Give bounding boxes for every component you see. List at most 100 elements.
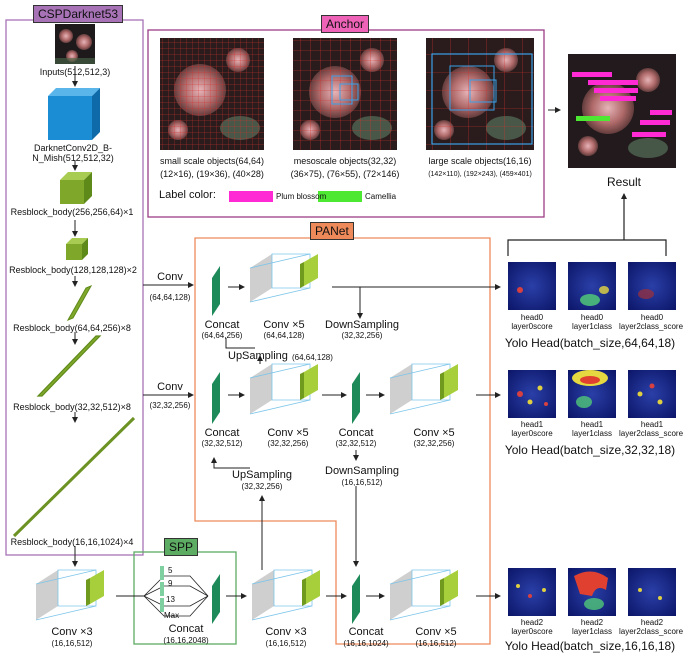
resblock-3-block xyxy=(66,285,93,321)
resblock-label-4: Resblock_body(32,32,512)×8 xyxy=(13,402,131,412)
darknet-conv-block xyxy=(48,88,100,140)
row1-conv-name: Conv ×5 xyxy=(263,319,305,331)
conv3-stack-right xyxy=(251,569,320,621)
spp-pool-max: Max xyxy=(164,611,180,620)
conv-in-1-dims: (64,64,128) xyxy=(149,293,191,302)
head1-map1-l1: head1 xyxy=(580,420,604,429)
conv-label-1: DarknetConv2D_B- xyxy=(33,143,113,153)
anchor-sizes-large: (142×110), (192×243), (459×401) xyxy=(428,171,532,178)
row2-concat2-name: Concat xyxy=(338,427,374,439)
conv5-stack-row3 xyxy=(389,569,458,621)
row3-conv5-dims: (16,16,512) xyxy=(415,639,457,648)
legend-label: Label color: xyxy=(159,189,216,201)
head2-map2-l2: layer2class_score xyxy=(618,627,684,636)
conv3-stack-left xyxy=(35,569,104,621)
resblock-label-3: Resblock_body(64,64,256)×8 xyxy=(13,323,131,333)
legend-swatch-plum xyxy=(229,191,273,202)
conv5-stack-row2b xyxy=(389,363,458,415)
spp-tag: SPP xyxy=(164,538,199,556)
head1-map2-l1: head1 xyxy=(640,420,664,429)
anchor-image-medium xyxy=(293,38,397,150)
row2-conv2-dims: (32,32,256) xyxy=(413,439,455,448)
head0-map1-l1: head0 xyxy=(580,313,604,322)
panet-tag: PANet xyxy=(310,222,354,240)
conv-in-1-name: Conv xyxy=(157,271,183,283)
head1-map2-l2: layer2class_score xyxy=(618,429,684,438)
anchor-title-medium: mesoscale objects(32,32) xyxy=(293,156,397,166)
concat-slab-spp xyxy=(212,574,220,624)
head0-map2-l2: layer2class_score xyxy=(618,322,684,331)
resblock-label-5: Resblock_body(16,16,1024)×4 xyxy=(10,537,134,547)
spp-pool-5: 5 xyxy=(168,566,173,575)
head0-map0-l2: layer0score xyxy=(511,322,553,331)
row2-up-dims: (32,32,256) xyxy=(241,482,283,491)
result-label: Result xyxy=(606,175,642,189)
resblock-label-2: Resblock_body(128,128,128)×2 xyxy=(9,265,137,275)
row1-up-name: UpSampling xyxy=(228,350,288,362)
input-image-thumb xyxy=(55,24,95,64)
resblock-label-1: Resblock_body(256,256,64)×1 xyxy=(10,207,134,217)
anchor-title-large: large scale objects(16,16) xyxy=(428,156,532,166)
head2-map0-l1: head2 xyxy=(520,618,544,627)
head1-map0-l2: layer0score xyxy=(511,429,553,438)
anchor-tag: Anchor xyxy=(321,15,370,33)
row2-concat-dims: (32,32,512) xyxy=(201,439,243,448)
conv-in-2-dims: (32,32,256) xyxy=(149,401,191,410)
spp-pool-13: 13 xyxy=(166,595,175,604)
heatmaps-row1 xyxy=(508,262,676,310)
conv5-stack-row1 xyxy=(249,253,318,303)
concat-slab-row1 xyxy=(212,266,220,316)
row1-concat-dims: (64,64,256) xyxy=(201,331,243,340)
spp-concat-dims: (16,16,2048) xyxy=(163,636,209,645)
head2-map0-l2: layer0score xyxy=(511,627,553,636)
resblock-2-block xyxy=(66,238,88,260)
head1-title: Yolo Head(batch_size,32,32,18) xyxy=(504,443,676,457)
head2-map1-l2: layer1class xyxy=(571,627,613,636)
concat-slab-row3 xyxy=(352,574,360,624)
concat-slab-row2 xyxy=(212,372,220,424)
anchor-sizes-small: (12×16), (19×36), (40×28) xyxy=(160,169,264,179)
legend-swatch-camellia xyxy=(318,191,362,202)
conv5-stack-row2 xyxy=(249,363,318,415)
row3-conv3b-name: Conv ×3 xyxy=(265,626,307,638)
spp-concat-name: Concat xyxy=(168,623,204,635)
row2-down-name: DownSampling xyxy=(325,465,399,477)
head2-map2-l1: head2 xyxy=(640,618,664,627)
head0-title: Yolo Head(batch_size,64,64,18) xyxy=(504,336,676,350)
row3-conv3-dims: (16,16,512) xyxy=(51,639,93,648)
head0-map2-l1: head0 xyxy=(640,313,664,322)
row2-conv2-name: Conv ×5 xyxy=(413,427,455,439)
row2-up-name: UpSampling xyxy=(232,469,292,481)
row3-concat-dims: (16,16,1024) xyxy=(343,639,389,648)
spp-pool-9: 9 xyxy=(168,579,173,588)
row1-concat-name: Concat xyxy=(204,319,240,331)
head0-map0-l1: head0 xyxy=(520,313,544,322)
row2-concat2-dims: (32,32,512) xyxy=(335,439,377,448)
row3-conv3b-dims: (16,16,512) xyxy=(265,639,307,648)
row3-conv5-name: Conv ×5 xyxy=(415,626,457,638)
panet-border xyxy=(194,237,491,645)
concat-slab-row2b xyxy=(352,372,360,424)
legend-plum-label: Plum blossom xyxy=(276,192,327,201)
result-image xyxy=(568,54,676,168)
row3-concat-name: Concat xyxy=(348,626,384,638)
resblock-4-block xyxy=(36,335,102,397)
anchor-image-large xyxy=(426,38,534,150)
anchor-sizes-medium: (36×75), (76×55), (72×146) xyxy=(290,169,400,179)
head0-map1-l2: layer1class xyxy=(571,322,613,331)
conv-label-2: N_Mish(512,512,32) xyxy=(32,153,114,163)
row2-down-dims: (16,16,512) xyxy=(341,478,383,487)
anchor-image-small xyxy=(160,38,264,150)
anchor-title-small: small scale objects(64,64) xyxy=(159,156,265,166)
head1-map0-l1: head1 xyxy=(520,420,544,429)
head2-map1-l1: head2 xyxy=(580,618,604,627)
input-label: Inputs(512,512,3) xyxy=(39,67,111,77)
heatmaps-row3 xyxy=(508,568,676,616)
spp-pool-fan xyxy=(143,566,209,617)
head2-title: Yolo Head(batch_size,16,16,18) xyxy=(504,639,676,653)
backbone-tag: CSPDarknet53 xyxy=(33,5,124,23)
resblock-5-block xyxy=(12,416,136,538)
row2-conv-name: Conv ×5 xyxy=(267,427,309,439)
